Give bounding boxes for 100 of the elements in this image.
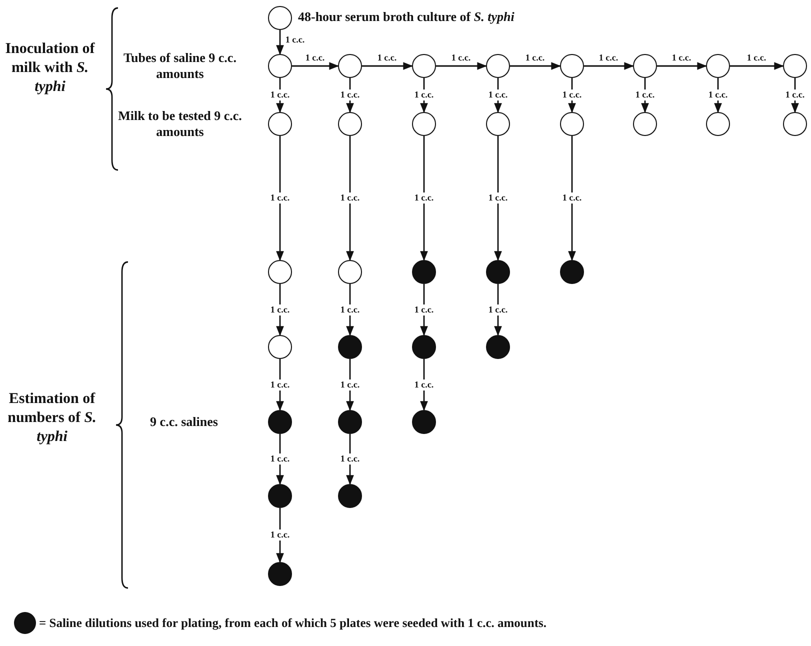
- arrow: [730, 62, 784, 70]
- plating-dot: [412, 335, 436, 359]
- edge-label: 1 c.c.: [670, 52, 692, 64]
- edge-label: 1 c.c.: [269, 304, 291, 315]
- tube-circle: [338, 260, 362, 284]
- group-label: Inoculation of milk with S. typhi: [4, 40, 96, 96]
- tube-circle: [268, 54, 292, 78]
- arrow: [276, 434, 284, 485]
- tube-circle: [706, 54, 730, 78]
- plating-dot: [486, 260, 510, 284]
- edge-label: 1 c.c.: [339, 379, 361, 390]
- arrow: [494, 284, 502, 336]
- edge-label: 1 c.c.: [269, 379, 291, 390]
- plating-dot: [338, 335, 362, 359]
- edge-label: 1 c.c.: [376, 52, 398, 64]
- edge-label: 1 c.c.: [450, 52, 472, 64]
- tube-circle: [268, 112, 292, 136]
- arrow: [568, 136, 576, 261]
- plating-dot: [560, 260, 584, 284]
- arrow: [346, 136, 354, 261]
- edge-label: 1 c.c.: [634, 90, 656, 100]
- arrow: [584, 62, 634, 70]
- edge-label: 1 c.c.: [269, 454, 291, 464]
- plating-dot: [412, 260, 436, 284]
- edge-label: 1 c.c.: [561, 192, 583, 204]
- edge-label: 1 c.c.: [413, 304, 435, 315]
- arrow: [494, 78, 502, 113]
- arrow: [420, 359, 428, 411]
- arrow: [420, 284, 428, 336]
- tube-circle: [268, 335, 292, 359]
- group-label: Estimation of numbers of S. typhi: [6, 390, 98, 446]
- edge-label: 1 c.c.: [269, 192, 291, 204]
- arrow: [346, 434, 354, 485]
- arrow: [346, 284, 354, 336]
- edge-label: 1 c.c.: [598, 52, 620, 64]
- arrow: [494, 136, 502, 261]
- tube-circle: [338, 54, 362, 78]
- row-label: Tubes of saline 9 c.c. amounts: [122, 50, 238, 82]
- arrow: [276, 284, 284, 336]
- tube-circle: [706, 112, 730, 136]
- tube-circle: [560, 54, 584, 78]
- row-label: Milk to be tested 9 c.c. amounts: [118, 108, 242, 140]
- tube-circle: [783, 54, 807, 78]
- plating-dot: [268, 484, 292, 508]
- arrow: [714, 78, 722, 113]
- edge-label: 1 c.c.: [487, 90, 509, 100]
- edge-label: 1 c.c.: [746, 52, 768, 64]
- edge-label: 1 c.c.: [339, 304, 361, 315]
- edge-label: 1 c.c.: [487, 304, 509, 315]
- arrow: [276, 136, 284, 261]
- arrow: [346, 78, 354, 113]
- edge-label: 1 c.c.: [561, 90, 583, 100]
- legend-text: = Saline dilutions used for plating, from each of which 5 plates were seeded with 1 c.c. amounts.: [39, 616, 546, 630]
- edge-label: 1 c.c.: [413, 90, 435, 100]
- edge-label: 1 c.c.: [284, 34, 306, 46]
- arrow: [276, 78, 284, 113]
- arrow: [641, 78, 649, 113]
- arrow: [276, 508, 284, 563]
- arrow: [276, 359, 284, 411]
- arrow: [292, 62, 339, 70]
- tube-circle: [268, 260, 292, 284]
- edge-label: 1 c.c.: [339, 192, 361, 204]
- tube-circle: [783, 112, 807, 136]
- tube-circle: [412, 54, 436, 78]
- tube-circle: [560, 112, 584, 136]
- tube-circle: [486, 54, 510, 78]
- plating-dot: [338, 410, 362, 434]
- tube-circle: [268, 6, 292, 30]
- node-caption: 48-hour serum broth culture of S. typhi: [298, 9, 514, 25]
- edge-label: 1 c.c.: [269, 530, 291, 540]
- plating-dot: [486, 335, 510, 359]
- edge-label: 1 c.c.: [413, 379, 435, 390]
- edge-label: 1 c.c.: [339, 454, 361, 464]
- edge-label: 1 c.c.: [524, 52, 546, 64]
- tube-circle: [633, 54, 657, 78]
- arrow: [362, 62, 413, 70]
- arrow: [436, 62, 487, 70]
- plating-dot: [268, 562, 292, 586]
- edge-label: 1 c.c.: [269, 90, 291, 100]
- edge-label: 1 c.c.: [413, 192, 435, 204]
- arrow: [420, 78, 428, 113]
- arrow: [657, 62, 707, 70]
- arrow: [346, 359, 354, 411]
- edge-label: 1 c.c.: [304, 52, 326, 64]
- row-label: 9 c.c. salines: [149, 414, 219, 430]
- arrow: [510, 62, 561, 70]
- arrow: [276, 30, 284, 55]
- edge-label: 1 c.c.: [707, 90, 729, 100]
- plating-dot: [338, 484, 362, 508]
- plating-dot: [268, 410, 292, 434]
- edge-label: 1 c.c.: [487, 192, 509, 204]
- arrow: [791, 78, 799, 113]
- edge-label: 1 c.c.: [784, 90, 806, 100]
- tube-circle: [486, 112, 510, 136]
- edge-label: 1 c.c.: [339, 90, 361, 100]
- arrow: [568, 78, 576, 113]
- tube-circle: [633, 112, 657, 136]
- plating-dot: [412, 410, 436, 434]
- tube-circle: [338, 112, 362, 136]
- arrow: [420, 136, 428, 261]
